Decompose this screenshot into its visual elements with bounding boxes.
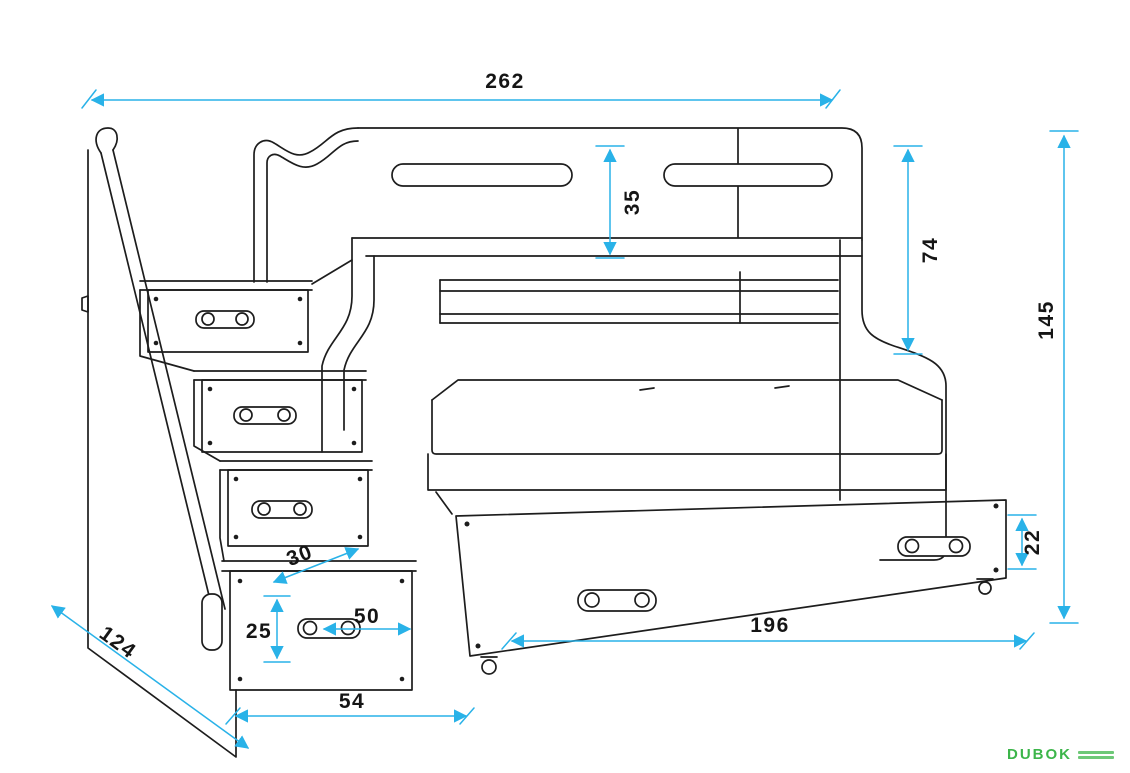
step1-handle-knob-2 xyxy=(235,312,249,326)
dim-step-rise-label: 25 xyxy=(246,620,272,643)
step3-handle-knob-1 xyxy=(257,502,271,516)
step1-handle-knob-1 xyxy=(201,312,215,326)
underbed-drawer-handle-right-knob-1 xyxy=(904,538,920,554)
handrail-outer xyxy=(100,152,214,613)
underbed-drawer-handle-right-knob-2 xyxy=(948,538,964,554)
guard-panel-top-edge xyxy=(357,127,863,241)
dim-drawer-length-label: 196 xyxy=(750,614,790,637)
mattress-front-face xyxy=(431,399,943,455)
mattress-tuft-2 xyxy=(774,385,790,389)
handrail-top-curl xyxy=(95,127,118,154)
brand-logo-text: DUBOK xyxy=(1007,746,1072,763)
dimension-lines xyxy=(50,89,1079,749)
step2-side xyxy=(193,379,221,462)
bed-base-rail xyxy=(427,453,947,491)
right-panel-outer xyxy=(861,239,947,561)
upper-bunk-left-leg-inner xyxy=(343,255,375,431)
dim-line-depth xyxy=(50,605,250,749)
dim-tick xyxy=(459,707,475,725)
step2-handle-knob-1 xyxy=(239,408,253,422)
dim-drawer-height-label: 22 xyxy=(1021,529,1044,555)
dim-step-width-label: 54 xyxy=(339,690,365,713)
mattress-top-surface xyxy=(431,379,943,401)
underbed-drawer-lip xyxy=(435,491,453,515)
step1-drawer-face xyxy=(147,289,309,353)
underbed-drawer-handle-left-knob-2 xyxy=(634,592,650,608)
underbed-drawer-screws xyxy=(464,503,999,649)
guard-panel-left-wave-outer xyxy=(253,127,359,283)
dim-overall-height-label: 145 xyxy=(1035,300,1058,340)
mattress-tuft-1 xyxy=(639,387,655,391)
dim-handle-width-label: 50 xyxy=(354,605,380,628)
left-panel-outline xyxy=(87,149,237,758)
underbed-drawer-face xyxy=(455,499,1007,657)
step2-screws xyxy=(207,386,357,446)
step3-drawer-face xyxy=(227,469,369,547)
upper-bunk-left-leg-outer xyxy=(321,237,353,453)
step3-screws xyxy=(233,476,363,540)
step4-handle-knob-1 xyxy=(302,620,318,636)
step2-drawer-face xyxy=(201,379,363,453)
left-panel-notch xyxy=(81,295,89,313)
guard-panel-slot-left xyxy=(391,163,573,187)
dim-overall-width-label: 262 xyxy=(485,70,525,93)
underbed-drawer-handle-left-knob-1 xyxy=(584,592,600,608)
step4-screws xyxy=(237,578,405,682)
drawer-wheel-right xyxy=(978,581,992,595)
dim-tick xyxy=(825,89,841,109)
brand-logo: DUBOK xyxy=(1007,746,1114,763)
dimension-labels: 262 145 74 35 22 196 54 124 30 25 50 xyxy=(95,70,1058,713)
guard-panel-left-wave-inner xyxy=(266,140,359,283)
dim-guard-rail-label: 35 xyxy=(621,189,644,215)
dim-tick xyxy=(81,89,97,109)
guard-panel-slot-right xyxy=(663,163,833,187)
stair-to-bed-connector xyxy=(311,259,353,285)
dim-step-depth-label: 30 xyxy=(283,540,316,571)
step3-handle-knob-2 xyxy=(293,502,307,516)
dim-tick xyxy=(501,632,517,650)
dim-upper-section-label: 74 xyxy=(919,237,942,263)
handrail-foot xyxy=(201,593,223,651)
step1-screws xyxy=(153,296,303,346)
drawer-wheel-left xyxy=(481,659,497,675)
handrail-inner xyxy=(112,149,226,610)
bed-line-art xyxy=(81,127,1007,758)
step2-handle-knob-2 xyxy=(277,408,291,422)
brand-tagline-lines xyxy=(1078,750,1114,759)
step3-side xyxy=(219,469,225,562)
dim-line-step-depth xyxy=(272,547,360,584)
dim-tick xyxy=(1019,632,1035,650)
